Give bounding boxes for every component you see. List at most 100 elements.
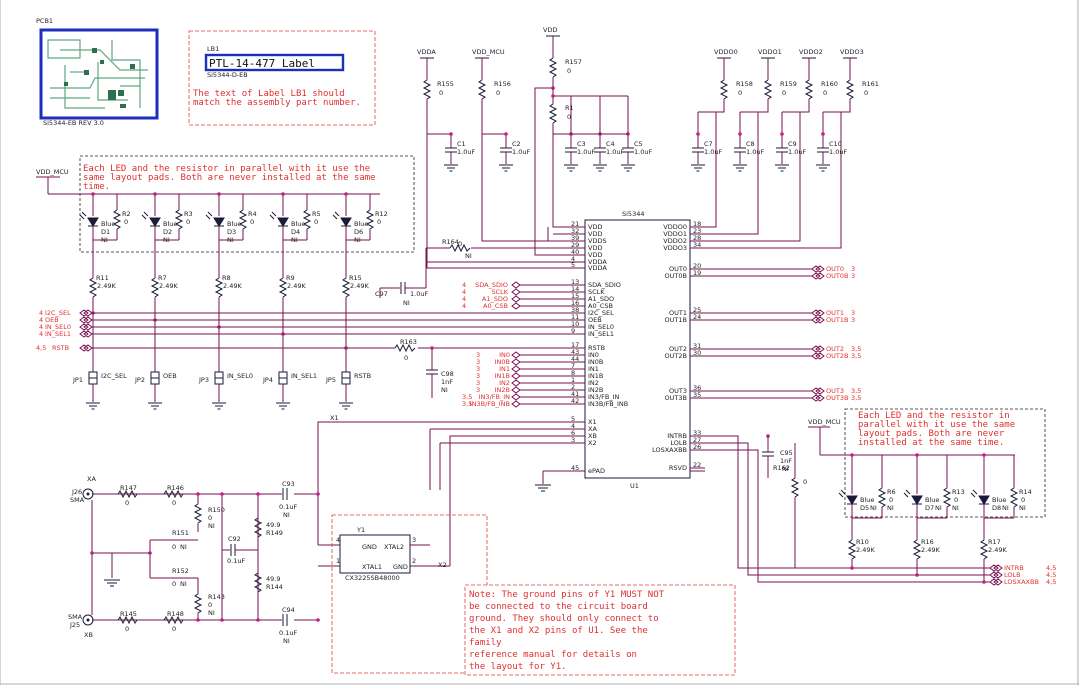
c98-ref: C98 [441,370,454,378]
res-r155-val: 0 [439,89,443,97]
u1-pin-in1b-19: IN1B [588,372,603,380]
u1-rpin-num-14: 26 [693,443,701,451]
u1-rpin-out0b-5: OUT0B [665,272,687,280]
c95-val: 1nF [780,457,792,465]
r145-val: 0 [125,625,129,633]
pull-val-r7: 2.49K [159,282,178,290]
u1-rpin-vddo3-3: VDDO3 [663,244,687,252]
pull-ref-r15: R15 [349,274,362,282]
port-in1: IN1 [499,365,510,373]
lb1-label-block: LB1 PTL-14-477 Label Si5344-D-EB The tex… [188,30,376,126]
pull-ref-r10: R10 [856,538,869,546]
u1-rpin-num-2: 28 [693,234,701,242]
c93-val: 0.1uF [279,503,297,511]
epad-ground [535,470,705,492]
cap-val-c5: 1.0uF [634,148,652,156]
c94-val: 0.1uF [279,629,297,637]
port-sheet-out2: 3,5 [851,345,861,353]
xtal-network: X1 X2 Y1 GND XTAL2 XTAL1 GND CX3225SB480… [68,414,585,674]
u1-pin-num-11: 38 [571,306,579,314]
pull-val-r11: 2.49K [97,282,116,290]
res-val-r5: 0 [314,218,318,226]
lb1-ref: LB1 [207,45,219,53]
u1-pin-num-5: 4 [571,255,575,263]
r143-val: 0 [208,601,212,609]
c93-ref: C93 [282,480,295,488]
res-ref-r12: R12 [375,210,388,218]
port-in0: IN0 [499,351,510,359]
pcb1-block: PCB1 Si5344-EB REV 3.0 [36,17,159,127]
port-sheet-rstb: 4,5 [36,344,46,352]
u1-pin-xa-25: XA [588,425,597,433]
y1-note-1: Note: The ground pins of Y1 MUST NOT [469,590,665,600]
port-sheet-out0b: 3 [851,272,855,280]
u1-pin-num-2: 39 [571,234,579,242]
res-vddo3-val: 0 [864,89,868,97]
u1-rpin-num-8: 31 [693,342,701,350]
u1-pin-num-19: 8 [571,369,575,377]
port-sheet-sclk: 4 [462,288,466,296]
res-vddo0: R158 [736,80,753,88]
jp-sig-jp5: RSTB [354,372,371,380]
u1-pin-num-4: 40 [571,248,579,256]
cap-val-c7: 1.0uF [704,148,722,156]
u1-rpin-out2b-9: OUT2B [665,352,687,360]
y1-note-6: reference manual for details on [469,650,637,660]
cap-ref-c9: C9 [788,140,797,148]
jp-ref-jp5: JP5 [325,376,336,384]
led-ni-d6: NI [354,236,361,244]
port-sheet-in_sel0: 4 [39,323,43,331]
led-color-d6: Blue [354,220,368,228]
cap-ref-c2: C2 [512,140,521,148]
u1-pin-num-1: 32 [571,227,579,235]
port-sheet-in-4: 3 [476,379,480,387]
res-vddo3: R161 [862,80,879,88]
res-val-r2: 0 [124,218,128,226]
res-val-r6: 0 [889,496,893,504]
r152-val: 0 [172,580,176,588]
led-note-left-1: Each LED and the resistor in parallel wi… [83,164,370,174]
led-color-d5: Blue [860,496,874,504]
u1-pin-vdd-3: VDD [588,244,602,252]
port-sheet-out0: 3 [851,265,855,273]
res-r157: R157 [565,58,582,66]
u1-pin-in1-18: IN1 [588,365,599,373]
u1-pin-num-17: 44 [571,355,579,363]
port-out3: OUT3 [826,387,844,395]
led-note-right: Each LED and the resistor in parallel wi… [844,408,1046,518]
c94-ref: C94 [282,606,295,614]
y1-note: Note: The ground pins of Y1 MUST NOT be … [464,584,736,676]
r144-ref: R144 [266,583,283,591]
res-val-r14: 0 [1021,496,1025,504]
res-val-r12: 0 [377,218,381,226]
u1-pin-num-8: 14 [571,285,579,293]
port-sheet-in-7: 3,5 [462,400,472,408]
pull-val-r9: 2.49K [287,282,306,290]
port-label-oeb: OEB [45,316,59,324]
u1-pin-num-20: 1 [571,376,575,384]
u1-pin-in0b-17: IN0B [588,358,603,366]
ports-in-group: IN03IN0B3IN13IN1B3IN23IN2B3IN3/FB_IN3,5I… [462,351,568,408]
port-out1: OUT1 [826,309,844,317]
u1-rpin-num-4: 20 [693,262,701,270]
r164-ref: R164 [442,238,459,246]
r162-ref: R162 [773,464,790,472]
port-out1b: OUT1B [826,316,848,324]
u1-pin-num-12: 11 [571,313,579,321]
rail-vddo2-label: VDDO2 [799,48,823,56]
res-val-r4: 0 [250,218,254,226]
led-note-right-1: Each LED and the resistor in [858,411,1010,421]
port-sheet-lolb: 4,5 [1046,571,1056,579]
port-label-in_sel1: IN_SEL1 [45,330,71,338]
y1-note-3: ground. They should only connect to [469,614,659,624]
vdd-mcu-right: VDD_MCU [808,418,841,426]
led-color-d3: Blue [227,220,241,228]
port-sheet-out3: 3,5 [851,387,861,395]
